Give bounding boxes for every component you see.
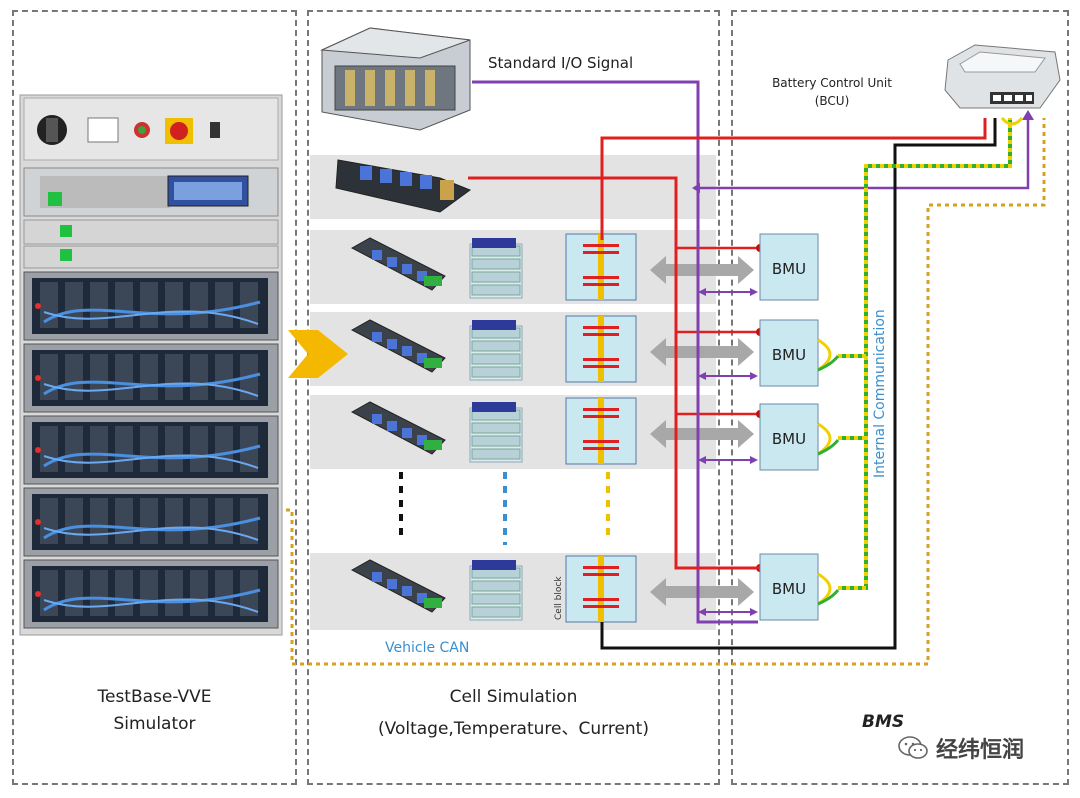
rack-module <box>23 559 279 629</box>
watermark: 经纬恒润 <box>898 732 1024 764</box>
cell-block <box>565 315 637 383</box>
simulator-panel <box>12 10 297 785</box>
wiring <box>286 80 1046 666</box>
bmu-label: BMU <box>772 346 806 364</box>
rack-module <box>23 343 279 413</box>
io-chassis <box>320 27 471 131</box>
battery-simulator-board <box>350 237 446 291</box>
bmu-box: BMU <box>759 403 840 471</box>
cell-sim-title-line1: Cell Simulation <box>449 687 578 707</box>
comm-loop-bcu <box>1000 116 1024 126</box>
bmu-box: BMU <box>759 553 840 621</box>
cell-block-label: Cell block <box>554 576 564 620</box>
simulator-title-line2: Simulator <box>113 714 196 734</box>
cell-stack <box>469 320 523 381</box>
simulator-title-line1: TestBase-VVE <box>97 687 212 707</box>
bms-title: BMS <box>862 712 905 732</box>
flow-arrow <box>288 330 348 378</box>
battery-simulator-board <box>350 319 446 373</box>
cell-stack <box>469 238 523 299</box>
bidirectional-arrow <box>650 256 754 284</box>
rack-module <box>23 415 279 485</box>
internal-comm-label: Internal Communication <box>872 309 888 478</box>
bidirectional-arrow <box>650 578 754 606</box>
bcu-device <box>944 44 1061 109</box>
cell-block <box>565 397 637 465</box>
bmu-box: BMU <box>759 233 819 301</box>
simulator-modules <box>23 271 279 629</box>
watermark-text: 经纬恒润 <box>936 738 1025 763</box>
battery-simulator-board <box>350 559 446 613</box>
cell-block <box>565 233 637 301</box>
wechat-icon <box>898 736 928 760</box>
io-signal-label: Standard I/O Signal <box>488 54 634 72</box>
bidirectional-arrow <box>650 420 754 448</box>
io-board <box>335 159 472 213</box>
bmu-box: BMU <box>759 319 840 387</box>
bmu-label: BMU <box>772 430 806 448</box>
cell-stack <box>469 402 523 463</box>
bcu-label-line2: (BCU) <box>814 94 850 108</box>
cell-block <box>565 555 637 623</box>
bms-panel <box>731 10 1069 785</box>
battery-simulator-board <box>350 401 446 455</box>
ellipsis-dots <box>399 472 610 545</box>
bmu-label: BMU <box>772 260 806 278</box>
cell-sim-title-line2: (Voltage,Temperature、Current) <box>378 719 649 739</box>
bidirectional-arrow <box>650 338 754 366</box>
rack-module <box>23 271 279 341</box>
cell-stack <box>469 560 523 621</box>
bmu-label: BMU <box>772 580 806 598</box>
vehicle-can-label: Vehicle CAN <box>385 640 470 656</box>
cell-simulation-panel <box>307 10 720 785</box>
bcu-label-line1: Battery Control Unit <box>772 76 892 90</box>
rack-module <box>23 487 279 557</box>
